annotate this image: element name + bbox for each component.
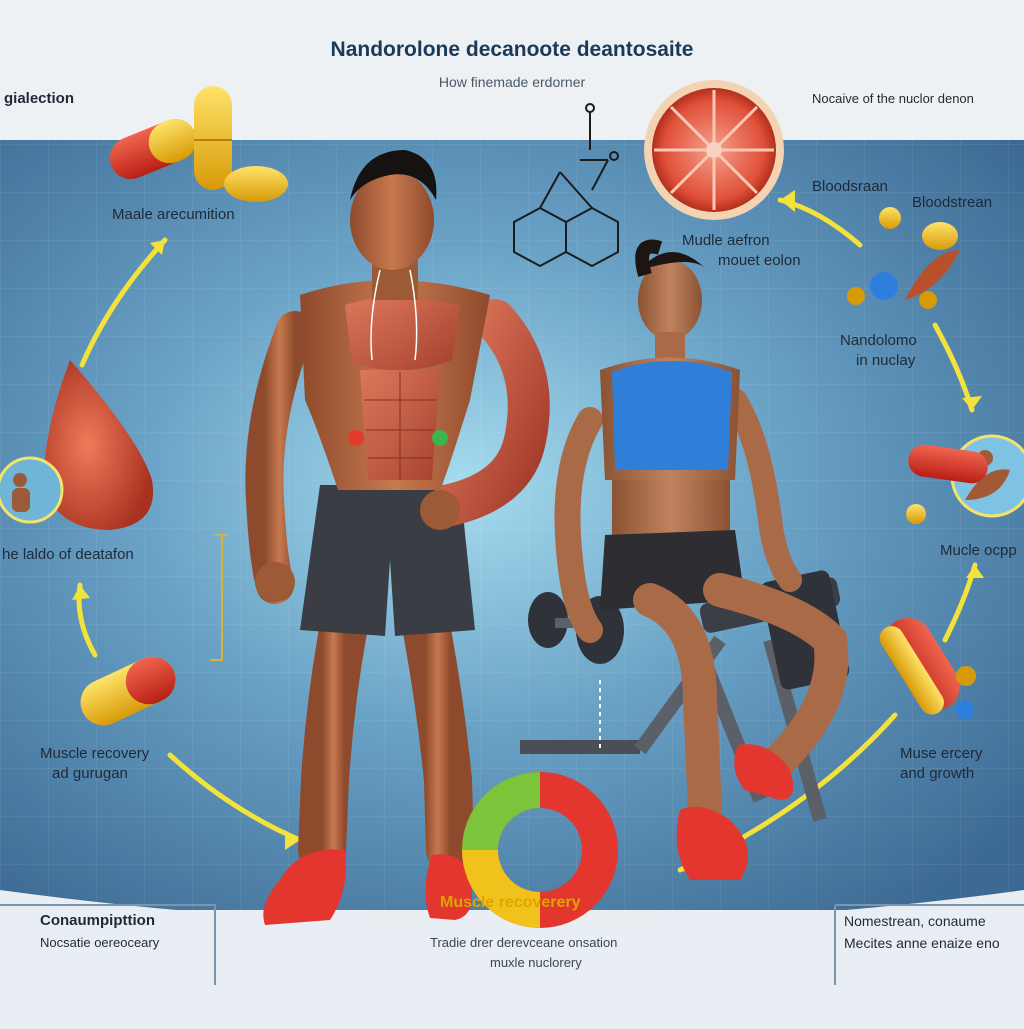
label-consumption-sub: Nocsatie oereoceary <box>40 935 160 950</box>
capsule-icon <box>194 86 232 190</box>
label-right-lower: Mucle ocpp <box>940 542 1017 559</box>
label-right-bottom-2: and growth <box>900 765 975 782</box>
tablet-icon <box>956 700 974 720</box>
label-bottom-right-1: Nomestrean, conaume <box>844 913 986 929</box>
label-bottom-right-2: Mecites anne enaize eno <box>844 935 1000 951</box>
label-consumption-title: Conaumpipttion <box>40 912 155 929</box>
page-subtitle: How finemade erdorner <box>438 74 586 90</box>
tablet-icon <box>224 166 288 202</box>
capsule-icon <box>879 617 960 715</box>
label-center-1: Mudle aefron <box>682 232 770 249</box>
pin-icon <box>210 534 228 661</box>
tablet-icon <box>847 207 960 309</box>
label-right-mid-2: in nuclay <box>856 352 916 369</box>
footer-left-frame <box>0 904 216 985</box>
grapefruit-icon <box>644 80 784 220</box>
label-cycle-left: he laldo of deatafon <box>2 546 134 563</box>
tablet-icon <box>956 666 976 686</box>
ring-chart-icon <box>462 772 618 928</box>
page-title: Nandorolone decanoote deantosaite <box>330 38 694 61</box>
capsule-icon <box>80 656 176 726</box>
label-top-right: Nocaive of the nuclor denon <box>812 91 974 106</box>
label-top-left: gialection <box>4 90 75 107</box>
female-athlete <box>554 239 849 880</box>
label-bloodstream-1: Bloodsraan <box>812 178 888 195</box>
tablet-icon <box>906 504 926 524</box>
molecule-icon <box>513 103 619 268</box>
label-bottom-center-2: muxle nuclorery <box>490 955 582 970</box>
athlete-thumbnail-icon <box>0 456 64 524</box>
label-center-2: mouet eolon <box>718 252 801 269</box>
capsule-icon <box>908 444 988 484</box>
footer-right-frame <box>834 904 1024 985</box>
label-recovery-left-1: Muscle recovery <box>40 745 150 762</box>
male-athlete <box>245 150 550 925</box>
droplet-icon <box>44 360 154 530</box>
label-recovery-left-2: ad gurugan <box>52 765 128 782</box>
footer-band <box>0 890 1024 1024</box>
label-bottom-center-1: Tradie drer derevceane onsation <box>430 935 618 950</box>
label-bloodstream-2: Bloodstrean <box>912 194 993 211</box>
label-right-bottom-1: Muse ercery <box>900 745 983 762</box>
header-background <box>0 0 1024 140</box>
label-muscle-recovery: Muscle recoverery <box>440 894 581 911</box>
label-pill: Maale arecumition <box>112 206 235 223</box>
capsule-icon <box>109 119 197 179</box>
label-right-mid-1: Nandolomo <box>840 332 917 349</box>
